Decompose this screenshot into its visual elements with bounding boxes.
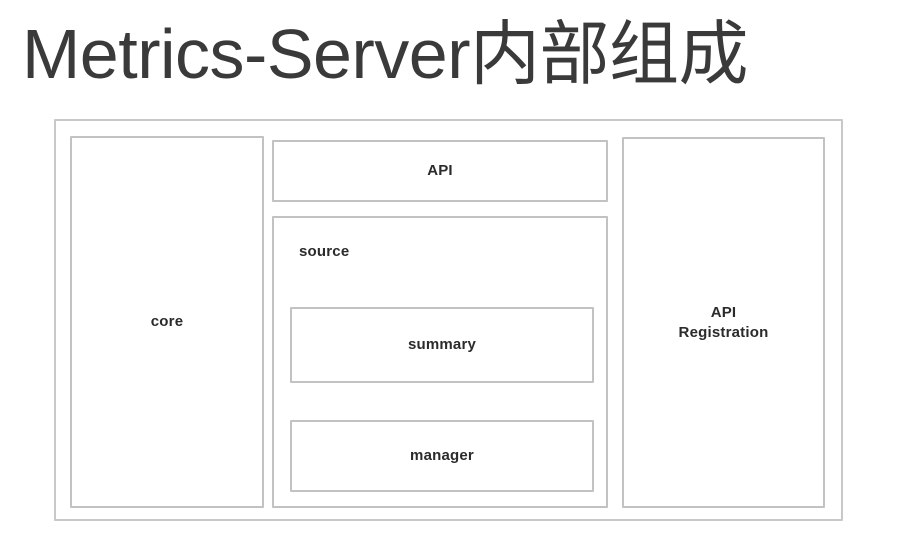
manager-box-label: manager <box>410 447 474 464</box>
api-box: API <box>272 140 608 202</box>
api-registration-box: API Registration <box>622 137 825 508</box>
manager-box: manager <box>290 420 594 492</box>
api-box-label: API <box>427 162 453 179</box>
core-box: core <box>70 136 264 508</box>
summary-box: summary <box>290 307 594 383</box>
api-registration-box-label: API Registration <box>678 303 769 341</box>
source-box-label: source <box>299 243 350 260</box>
summary-box-label: summary <box>407 336 477 353</box>
page-title: Metrics-Server内部组成 <box>22 15 749 93</box>
core-box-label: core <box>150 313 184 330</box>
